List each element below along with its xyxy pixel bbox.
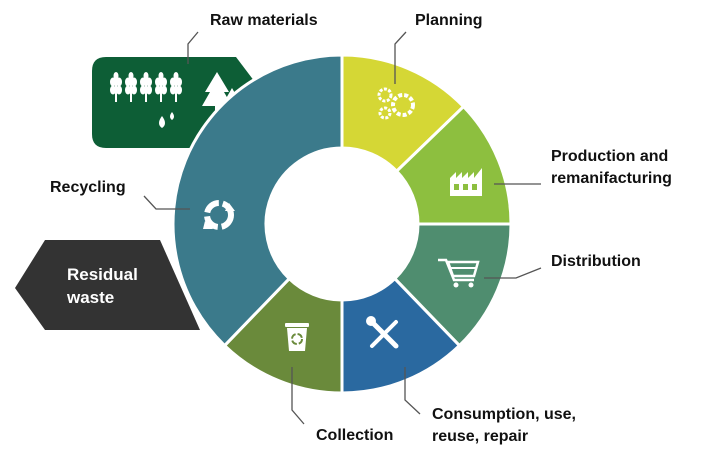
label-residual-1: Residual: [67, 265, 138, 284]
recycle-icon: [203, 200, 235, 230]
label-production-1: Production and: [551, 148, 669, 165]
gears-icon: [377, 87, 415, 120]
label-distribution: Distribution: [551, 253, 641, 270]
leader-planning: [394, 31, 407, 84]
segment-recycling: [171, 53, 344, 348]
leader-lines: [143, 31, 542, 425]
lifecycle-donut: [171, 53, 513, 395]
label-consumption-1: Consumption, use,: [432, 406, 576, 423]
leader-consumption: [404, 367, 421, 415]
label-production-2: remanifacturing: [551, 170, 672, 187]
residual-waste-badge: [15, 240, 200, 330]
label-raw-materials: Raw materials: [210, 12, 318, 29]
factory-icon: [450, 168, 482, 196]
shopping-cart-icon: [438, 258, 480, 288]
leader-distribution: [484, 267, 542, 279]
leader-raw-materials: [187, 31, 199, 64]
recycle-bin-icon: [285, 323, 309, 351]
tools-icon: [366, 316, 399, 349]
label-recycling: Recycling: [50, 179, 126, 196]
label-planning: Planning: [415, 12, 483, 29]
label-consumption-2: reuse, repair: [432, 428, 529, 445]
water-drops-icon: [159, 112, 174, 128]
leader-recycling: [143, 195, 190, 210]
label-collection: Collection: [316, 427, 394, 444]
wheat-icon: [110, 72, 182, 103]
leader-collection: [291, 367, 305, 425]
label-residual-2: waste: [67, 288, 115, 307]
